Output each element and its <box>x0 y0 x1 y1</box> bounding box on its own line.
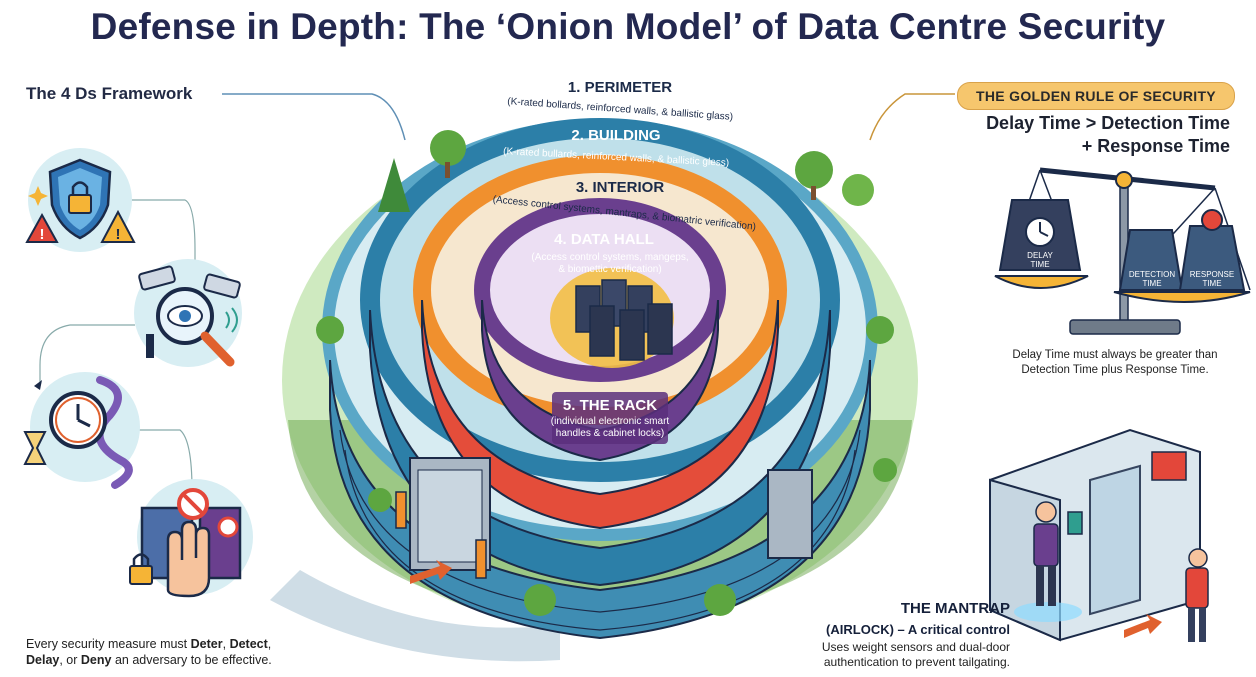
footer-deter: Deter <box>190 637 223 651</box>
framework-connector <box>222 93 406 141</box>
layer-rack-desc-2: handles & cabinet locks) <box>556 428 664 439</box>
svg-text:!: ! <box>40 226 45 243</box>
golden-rule-formula: Delay Time > Detection Time + Response T… <box>930 112 1230 158</box>
trees <box>316 130 897 616</box>
mantrap-subtitle: (AIRLOCK) – A critical control <box>826 622 1010 637</box>
deny-icon <box>129 479 253 598</box>
golden-rule-badge: THE GOLDEN RULE OF SECURITY <box>957 82 1235 110</box>
balance-scale-icon: DELAY TIME DETECTION TIME RESPONSE TIME <box>994 167 1251 335</box>
layer-building-title: 2. BUILDING <box>571 127 660 144</box>
layer-perimeter-title: 1. PERIMETER <box>568 79 672 96</box>
mantrap-description: Uses weight sensors and dual-door authen… <box>800 640 1010 670</box>
footer-sep-1: , <box>222 637 230 651</box>
footer-detect: Detect <box>229 637 268 651</box>
deter-icon: ! ! <box>25 148 136 252</box>
layer-interior-title: 3. INTERIOR <box>576 179 665 196</box>
golden-rule-line-2: + Response Time <box>1081 136 1230 156</box>
entry-arrow-icon <box>410 560 452 584</box>
front-gate <box>395 457 813 579</box>
page-title: Defense in Depth: The ‘Onion Model’ of D… <box>90 6 1166 47</box>
weight-response-label-2: TIME <box>1202 279 1221 288</box>
weight-delay-label-2: TIME <box>1030 260 1049 269</box>
weight-detection-label-2: TIME <box>1142 279 1161 288</box>
mantrap-desc-1: Uses weight sensors and dual-door <box>821 640 1010 654</box>
footer-deny: Deny <box>80 653 112 667</box>
delay-icon <box>23 372 140 489</box>
layer-rack-title: 5. THE RACK <box>563 397 657 414</box>
weight-delay-label-1: DELAY <box>1027 251 1053 260</box>
golden-rule-note: Delay Time must always be greater than D… <box>990 348 1240 378</box>
framework-heading: The 4 Ds Framework <box>26 84 193 103</box>
golden-rule-line-1: Delay Time > Detection Time <box>986 113 1230 133</box>
layer-data-hall-title: 4. DATA HALL <box>554 231 654 248</box>
golden-connector <box>869 93 955 141</box>
tailgate-arrow-icon <box>1124 614 1162 638</box>
footer-sep-2: , <box>267 637 272 651</box>
footer-delay: Delay <box>26 653 60 667</box>
weight-response-label-1: RESPONSE <box>1190 270 1234 279</box>
footer-prefix: Every security measure must <box>26 637 191 651</box>
mantrap-title: THE MANTRAP <box>900 600 1010 617</box>
golden-rule-note-1: Delay Time must always be greater than <box>1012 349 1218 361</box>
layer-data-hall-desc-2: & biomettic verification) <box>558 264 661 275</box>
golden-rule-note-2: Detection Time plus Response Time. <box>1021 364 1209 376</box>
detect-icon <box>134 259 242 367</box>
footer-suffix: an adversary to be effective. <box>111 653 272 667</box>
footer-sep-3: , or <box>59 653 81 667</box>
framework-footer: Every security measure must Deter, Detec… <box>26 636 326 668</box>
layer-data-hall-desc-1: (Access control systems, mangeps, <box>531 252 688 263</box>
layer-rack-desc-1: (individual electronic smart <box>551 416 670 427</box>
onion-diagram: 1. PERIMETER (K-rated bollards, reinforc… <box>270 79 918 662</box>
svg-text:!: ! <box>116 226 121 243</box>
mantrap-illustration <box>989 428 1209 642</box>
mantrap-desc-2: authentication to prevent tailgating. <box>823 655 1010 669</box>
server-racks <box>575 279 673 361</box>
weight-detection-label-1: DETECTION <box>1129 270 1175 279</box>
